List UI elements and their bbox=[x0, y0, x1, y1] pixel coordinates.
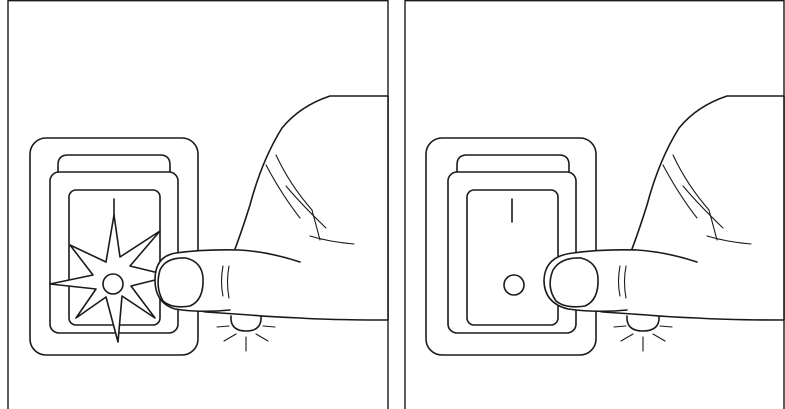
indicator-lamp-right bbox=[613, 315, 673, 352]
panel-right bbox=[404, 0, 785, 409]
switch-ridge-left bbox=[57, 154, 171, 173]
switch-bezel-right bbox=[425, 137, 597, 356]
switch-ridge-right bbox=[456, 154, 570, 173]
panel-left bbox=[7, 0, 389, 409]
indicator-lamp-left bbox=[216, 315, 276, 352]
spark-icon bbox=[49, 214, 172, 343]
switch-bezel-left bbox=[29, 137, 199, 356]
off-mark-right bbox=[503, 274, 525, 296]
hand-left bbox=[154, 95, 389, 321]
hand-right bbox=[543, 95, 785, 321]
